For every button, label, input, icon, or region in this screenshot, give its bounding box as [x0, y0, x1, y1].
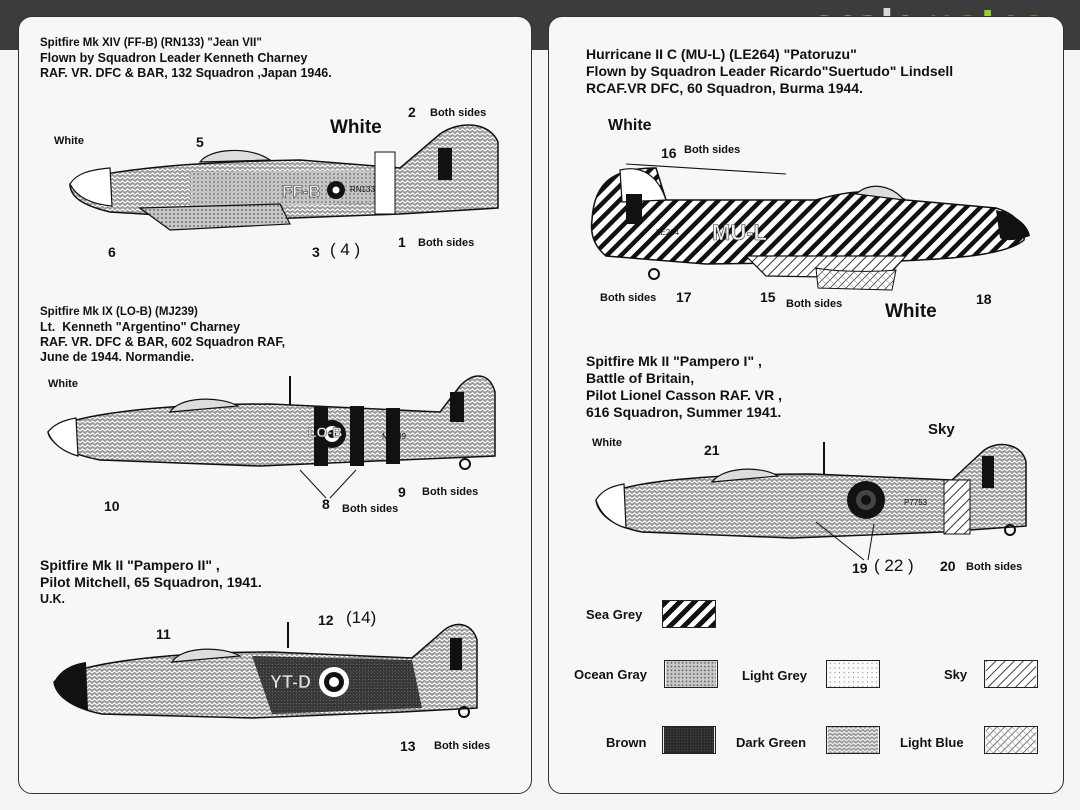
r2-line2: Battle of Britain,: [586, 370, 695, 386]
legend-sea-grey-label: Sea Grey: [586, 607, 643, 622]
r1-callout-18: 18: [976, 291, 992, 307]
legend-dark-green-label: Dark Green: [736, 735, 807, 750]
r2-white-label: White: [592, 437, 622, 449]
p1-serial: RN133: [350, 185, 375, 194]
r2-callout-19-leader-lines: [815, 521, 875, 561]
r1-callout-15: 15: [760, 289, 776, 305]
p1-fuselage-code: FF-B: [282, 182, 321, 202]
legend-brown-label: Brown: [606, 735, 647, 750]
right-panel: [548, 16, 1064, 794]
spitfire-xiv-profile: [69, 124, 499, 231]
legend-dark-green-swatch: [826, 726, 880, 754]
legend-sky-label: Sky: [944, 667, 968, 682]
p2-both-sides-a: Both sides: [342, 503, 399, 515]
p1-white-nose-label: White: [54, 135, 84, 147]
p3-title: Spitfire Mk II "Pampero II" ,: [40, 557, 220, 573]
r2-both-sides: Both sides: [966, 561, 1023, 573]
p1-callout-5: 5: [196, 134, 204, 150]
legend-light-grey-label: Light Grey: [742, 668, 808, 683]
r2-callout-20: 20: [940, 558, 956, 574]
p1-line3: RAF. VR. DFC & BAR, 132 Squadron ,Japan …: [40, 66, 332, 80]
r2-title: Spitfire Mk II "Pampero I" ,: [586, 353, 762, 369]
spitfire-ii-pampero-ii-profile: [53, 622, 478, 719]
r2-sky-label: Sky: [928, 421, 955, 438]
hurricane-profile: [590, 163, 1030, 291]
p1-callout-2: 2: [408, 104, 416, 120]
p1-callout-6: 6: [108, 244, 116, 260]
p3-both-sides: Both sides: [434, 740, 491, 752]
p2-line3: RAF. VR. DFC & BAR, 602 Squadron RAF,: [40, 335, 286, 349]
r2-callout-19: 19: [852, 560, 868, 576]
r2-line3: Pilot Lionel Casson RAF. VR ,: [586, 387, 783, 403]
r1-both-sides-c: Both sides: [786, 298, 843, 310]
p2-callout-8-leader-lines: [299, 469, 357, 499]
spitfire-ix-profile: [47, 375, 496, 470]
p1-title: Spitfire Mk XIV (FF-B) (RN133) "Jean VII…: [40, 37, 262, 49]
p2-title: Spitfire Mk IX (LO-B) (MJ239): [40, 306, 198, 318]
r1-title: Hurricane II C (MU-L) (LE264) "Patoruzu": [586, 46, 857, 62]
legend-light-grey-swatch: [826, 660, 880, 688]
p3-line3: U.K.: [40, 592, 65, 606]
p3-callout-11: 11: [156, 626, 171, 642]
p1-callout-3: 3: [312, 244, 320, 260]
p2-line4: June de 1944. Normandie.: [40, 350, 195, 364]
p1-both-sides-b: Both sides: [418, 237, 475, 249]
p2-both-sides-b: Both sides: [422, 486, 479, 498]
r1-fuselage-code: MU-L: [712, 220, 768, 246]
p1-both-sides-a: Both sides: [430, 107, 487, 119]
legend-sky-swatch: [984, 660, 1038, 688]
r1-callout-16: 16: [661, 145, 677, 161]
legend-ocean-gray-swatch: [664, 660, 718, 688]
r1-callout-17: 17: [676, 289, 692, 305]
r2-line4: 616 Squadron, Summer 1941.: [586, 404, 782, 420]
r1-white-top-label: White: [608, 117, 652, 134]
r1-line3: RCAF.VR DFC, 60 Squadron, Burma 1944.: [586, 80, 863, 96]
p3-fuselage-code: YT-D: [270, 672, 312, 693]
p2-callout-10: 10: [104, 498, 120, 514]
spitfire-ii-pampero-i-profile: [595, 442, 1027, 539]
legend-ocean-gray-label: Ocean Gray: [574, 667, 647, 682]
p1-callout-4: ( 4 ): [330, 240, 361, 259]
r1-both-sides-b: Both sides: [600, 292, 657, 304]
legend-light-blue-swatch: [984, 726, 1038, 754]
legend-brown-swatch: [662, 726, 716, 754]
r1-serial: LE264: [656, 228, 680, 237]
p2-white-label: White: [48, 378, 78, 390]
legend-light-blue-label: Light Blue: [900, 735, 964, 750]
p1-line2: Flown by Squadron Leader Kenneth Charney: [40, 51, 308, 65]
p1-white-tail-label: White: [330, 117, 382, 138]
p3-callout-14: (14): [346, 608, 377, 627]
r2-serial: P7753: [904, 498, 928, 507]
p3-line2: Pilot Mitchell, 65 Squadron, 1941.: [40, 574, 262, 590]
r1-both-sides-a: Both sides: [684, 144, 741, 156]
p2-callout-8: 8: [322, 496, 330, 512]
p3-callout-13: 13: [400, 738, 416, 754]
p3-callout-12: 12: [318, 612, 334, 628]
r2-callout-21: 21: [704, 442, 720, 458]
r1-white-bottom-label: White: [885, 301, 937, 322]
p2-serial: MJ239: [382, 432, 407, 441]
r1-line2: Flown by Squadron Leader Ricardo"Suertud…: [586, 63, 954, 79]
legend-sea-grey-swatch: [662, 600, 716, 628]
p1-callout-1: 1: [398, 234, 406, 250]
r2-callout-22: ( 22 ): [874, 556, 914, 575]
p2-line2: Lt. Kenneth "Argentino" Charney: [40, 320, 241, 334]
p2-fuselage-code: LO-B: [308, 424, 343, 441]
p2-callout-9: 9: [398, 484, 406, 500]
